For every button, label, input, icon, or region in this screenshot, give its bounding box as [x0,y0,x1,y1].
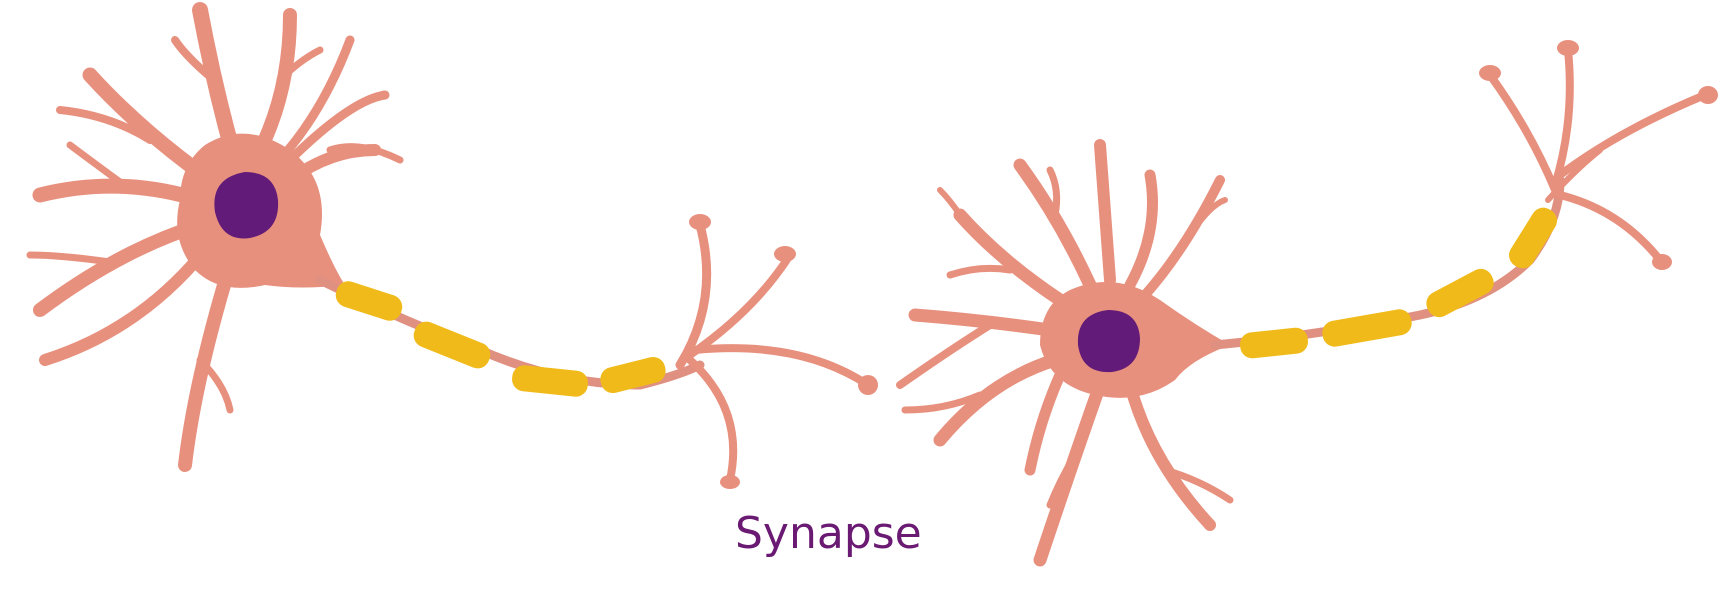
dendrite-branch [896,321,994,389]
myelin-segment [512,365,588,397]
dendrite-branch [1046,451,1079,509]
dendrite-branch [1187,197,1228,238]
axon-terminal-branch [675,220,712,370]
dendrite [908,308,1057,337]
myelin-segment [1322,309,1412,347]
dendrite [1124,169,1158,291]
myelin-sheath-left [335,281,666,397]
dendrite-branch [66,141,124,186]
myelin-segment [413,321,491,369]
dendrite-branch [56,106,154,144]
dendrite [1024,369,1066,476]
synaptic-knob [1557,40,1579,56]
dendrite [39,244,211,366]
dendrite [1094,139,1116,286]
postsynaptic-neuron [896,40,1718,567]
myelin-segment [1509,207,1557,269]
dendrite-branch [1161,466,1234,504]
synaptic-knob [1479,65,1501,81]
myelin-sheath-right [1240,207,1557,359]
dendrite [1140,175,1225,300]
dendrite-branch [1046,166,1061,219]
synapse-label: Synapse [735,508,922,559]
dendrite [933,353,1062,447]
dendrite [178,258,237,472]
axon-terminal-branch [1556,191,1664,264]
dendrite [326,143,404,164]
synaptic-knob [1698,86,1718,104]
axon-terminal-branch [691,344,872,389]
myelin-segment [600,356,666,394]
axon-terminal-branch [1486,71,1559,194]
axon-terminals-right-neuron [1486,46,1709,264]
myelin-segment [1426,268,1494,318]
nucleus [1077,310,1140,373]
dendrites-right-neuron [896,139,1234,567]
synaptic-knobs-left-neuron [689,214,878,489]
synaptic-knob [858,375,878,395]
synaptic-knob [720,475,740,489]
axon-terminals-left-neuron [675,220,872,484]
myelin-segment [335,281,403,321]
dendrite-branch [946,264,1014,279]
axon-terminal-branch [1551,46,1574,189]
dendrite [953,208,1067,307]
synaptic-knob [689,214,711,230]
dendrite [280,90,390,170]
synaptic-knob [774,246,796,262]
dendrite-branch [276,46,324,84]
axon-terminal-branch [1556,91,1709,179]
dendrite [33,218,207,317]
axon-terminal-branch [1545,147,1603,203]
dendrite-branch [196,356,234,414]
synaptic-knobs-right-neuron [1479,40,1718,270]
dendrite [1013,158,1097,292]
dendrite-branch [171,36,212,79]
nucleus [214,172,279,239]
myelin-segment [1240,327,1308,359]
dendrite-branch [26,251,114,266]
presynaptic-neuron [26,2,878,489]
dendrite [937,187,963,218]
synaptic-knob [1652,254,1672,270]
dendrite [1124,379,1216,531]
dendrite-branch [901,391,984,414]
dendrite [32,178,208,208]
axon-terminal-branch [686,356,738,484]
axon-terminal-branch [686,251,794,359]
dendrite [1033,378,1107,567]
